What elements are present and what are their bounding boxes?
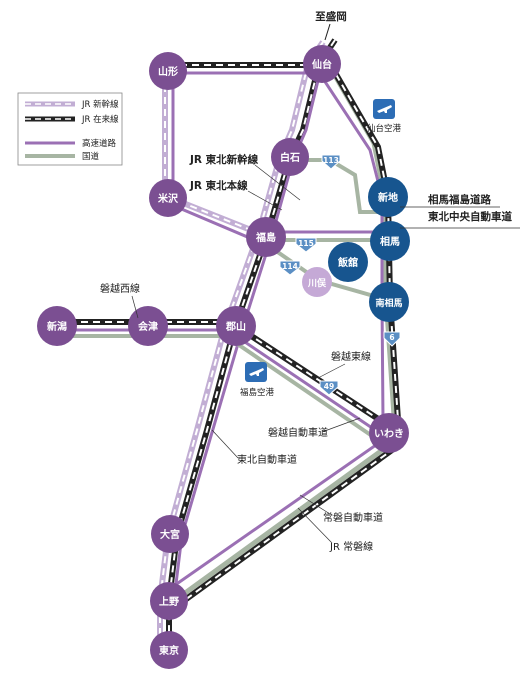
svg-text:JR 常磐線: JR 常磐線 bbox=[329, 540, 373, 553]
node-shinchi[interactable]: 新地 bbox=[368, 177, 408, 217]
svg-text:115: 115 bbox=[298, 239, 314, 248]
label-banetsu-expressway: 磐越自動車道 bbox=[268, 417, 361, 439]
node-iwaki[interactable]: いわき bbox=[369, 413, 409, 453]
node-label: 相馬 bbox=[380, 235, 400, 248]
svg-text:49: 49 bbox=[324, 382, 334, 391]
node-niigata[interactable]: 新潟 bbox=[37, 306, 77, 346]
node-label: 川俣 bbox=[307, 277, 327, 289]
node-soma[interactable]: 相馬 bbox=[370, 221, 410, 261]
airport-label: 福島空港 bbox=[240, 387, 275, 398]
node-label: 会津 bbox=[138, 320, 158, 333]
svg-text:国道: 国道 bbox=[82, 151, 100, 162]
node-label: 南相馬 bbox=[375, 297, 402, 309]
node-label: 飯舘 bbox=[337, 256, 358, 269]
label-banetsu-east: 磐越東線 bbox=[317, 350, 371, 379]
fukushima-airport[interactable]: 福島空港 bbox=[240, 362, 275, 398]
shield-49: 49 bbox=[319, 380, 339, 396]
svg-text:113: 113 bbox=[323, 156, 339, 165]
node-sendai[interactable]: 仙台 bbox=[303, 45, 341, 83]
node-label: 山形 bbox=[158, 65, 178, 78]
svg-text:磐越自動車道: 磐越自動車道 bbox=[268, 426, 328, 439]
svg-text:東北中央自動車道: 東北中央自動車道 bbox=[428, 210, 512, 223]
svg-text:相馬福島道路: 相馬福島道路 bbox=[428, 193, 491, 206]
node-aizu[interactable]: 会津 bbox=[128, 306, 168, 346]
node-shiroishi[interactable]: 白石 bbox=[271, 138, 309, 176]
label-jr-joban: JR 常磐線 bbox=[297, 507, 373, 553]
label-tohoku-shinkansen: JR 東北新幹線 bbox=[189, 153, 301, 201]
node-label: 上野 bbox=[159, 595, 179, 608]
node-label: 大宮 bbox=[160, 528, 180, 541]
svg-text:JR 東北本線: JR 東北本線 bbox=[189, 179, 248, 192]
node-label: 米沢 bbox=[158, 192, 179, 205]
node-yonezawa[interactable]: 米沢 bbox=[149, 179, 187, 217]
node-label: 新潟 bbox=[47, 320, 67, 333]
legend-national-road: 国道 bbox=[25, 151, 100, 162]
shield-115: 115 bbox=[295, 237, 317, 253]
label-banetsu-west: 磐越西線 bbox=[100, 282, 140, 319]
node-label: 白石 bbox=[280, 151, 300, 164]
yamagata-sendai-lines bbox=[168, 62, 316, 75]
node-tokyo[interactable]: 東京 bbox=[150, 631, 188, 669]
label-joban-expressway: 常磐自動車道 bbox=[299, 494, 383, 524]
sendai-airport[interactable]: 仙台空港 bbox=[367, 99, 402, 134]
shield-113: 113 bbox=[321, 154, 341, 170]
morioka-arrow-line bbox=[324, 23, 331, 41]
label-soma-fukushima-road: 相馬福島道路 bbox=[400, 193, 500, 208]
node-label: 東京 bbox=[159, 644, 179, 657]
node-label: いわき bbox=[374, 428, 404, 440]
svg-text:磐越東線: 磐越東線 bbox=[331, 350, 371, 363]
map-labels: 至盛岡 JR 東北新幹線 JR 東北本線 相馬福島道路 東北中央自動車道 磐越西… bbox=[100, 10, 520, 553]
node-fukushima[interactable]: 福島 bbox=[246, 217, 286, 257]
legend-conventional: JR 在来線 bbox=[25, 114, 119, 125]
tohoku-main-line bbox=[166, 38, 338, 650]
node-label: 郡山 bbox=[225, 320, 246, 333]
shield-114: 114 bbox=[279, 260, 301, 276]
node-label: 福島 bbox=[255, 231, 276, 244]
banetsu-east-lines bbox=[234, 323, 394, 442]
node-label: 仙台 bbox=[312, 58, 332, 71]
node-yamagata[interactable]: 山形 bbox=[149, 52, 187, 90]
node-omiya[interactable]: 大宮 bbox=[151, 515, 189, 553]
city-nodes: 仙台 山形 白石 米沢 福島 新地 相馬 飯舘 bbox=[37, 45, 410, 669]
legend-expressway: 高速道路 bbox=[25, 138, 117, 149]
node-label: 新地 bbox=[378, 191, 398, 204]
label-tohoku-chuo: 東北中央自動車道 bbox=[400, 210, 520, 229]
node-koriyama[interactable]: 郡山 bbox=[216, 306, 256, 346]
node-iitate[interactable]: 飯舘 bbox=[328, 242, 368, 282]
svg-text:114: 114 bbox=[282, 262, 298, 271]
svg-text:6: 6 bbox=[389, 333, 394, 342]
legend: JR 新幹線 JR 在来線 高速道路 国道 bbox=[17, 92, 123, 166]
svg-text:JR 新幹線: JR 新幹線 bbox=[81, 99, 119, 110]
svg-text:常磐自動車道: 常磐自動車道 bbox=[323, 511, 383, 524]
label-tohoku-main: JR 東北本線 bbox=[189, 179, 283, 211]
route-shields: 113 115 114 6 49 bbox=[279, 154, 401, 396]
label-tohoku-expressway: 東北自動車道 bbox=[211, 429, 297, 466]
direction-label: 至盛岡 bbox=[315, 10, 347, 23]
svg-text:磐越西線: 磐越西線 bbox=[100, 282, 140, 295]
svg-text:東北自動車道: 東北自動車道 bbox=[237, 453, 297, 466]
airport-label: 仙台空港 bbox=[367, 123, 402, 134]
node-minamisoma[interactable]: 南相馬 bbox=[369, 282, 409, 322]
route-113 bbox=[290, 158, 388, 214]
node-ueno[interactable]: 上野 bbox=[150, 582, 188, 620]
legend-shinkansen: JR 新幹線 bbox=[25, 99, 119, 110]
svg-text:JR 在来線: JR 在来線 bbox=[81, 114, 119, 125]
svg-text:高速道路: 高速道路 bbox=[82, 138, 117, 149]
svg-text:JR 東北新幹線: JR 東北新幹線 bbox=[189, 153, 259, 166]
tohoku-shinkansen-line bbox=[157, 40, 326, 650]
node-kawamata[interactable]: 川俣 bbox=[302, 267, 332, 297]
shield-6: 6 bbox=[383, 331, 401, 347]
